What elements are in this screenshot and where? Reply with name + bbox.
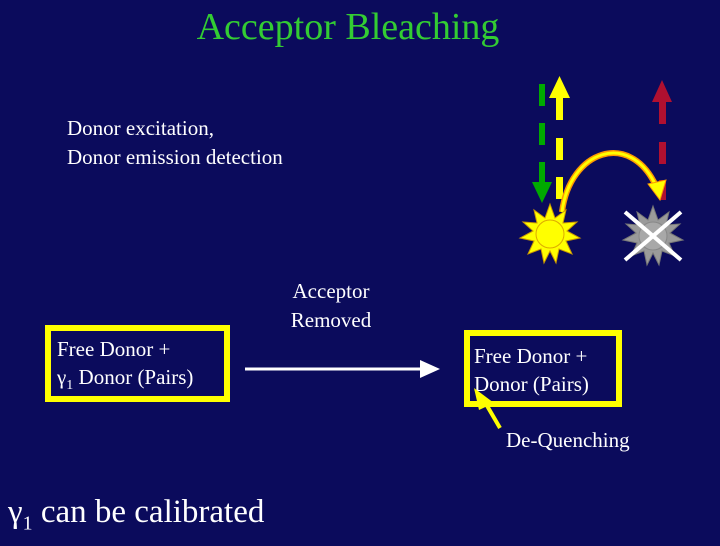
gamma-symbol: γ	[57, 365, 67, 389]
gamma-subscript: 1	[66, 378, 74, 394]
gamma-symbol: γ	[8, 494, 23, 530]
right-box-line-1: Free Donor +	[474, 344, 588, 368]
transition-label: Acceptor Removed	[270, 277, 392, 335]
transition-arrow	[245, 360, 440, 378]
right-state-box: Free Donor + Donor (Pairs)	[464, 330, 622, 407]
calibration-note: γ1 can be calibrated	[8, 490, 264, 546]
transition-label-line-1: Acceptor	[292, 279, 370, 303]
bleached-acceptor-icon	[621, 204, 685, 267]
slide-title: Acceptor Bleaching	[196, 6, 500, 48]
transition-label-line-2: Removed	[290, 308, 372, 332]
dequench-pointer-arrow	[474, 388, 502, 430]
gamma-subscript: 1	[22, 512, 33, 535]
energy-transfer-arc-icon	[559, 150, 667, 213]
excitation-arrow	[532, 84, 552, 203]
donor-emission-arrow	[549, 76, 570, 199]
left-state-box: Free Donor + γ1 Donor (Pairs)	[45, 325, 230, 402]
dequenching-label: De-Quenching	[506, 428, 630, 452]
donor-star-icon	[518, 202, 582, 265]
left-box-line-2: γ1 Donor (Pairs)	[57, 363, 218, 400]
description-line-1: Donor excitation,	[67, 116, 214, 140]
calibration-note-rest: can be calibrated	[32, 494, 265, 530]
right-box-line-2: Donor (Pairs)	[474, 372, 589, 396]
left-box-line-2-rest: Donor (Pairs)	[73, 365, 194, 389]
description-line-2: Donor emission detection	[67, 145, 283, 169]
left-box-line-1: Free Donor +	[57, 337, 171, 361]
description: Donor excitation, Donor emission detecti…	[67, 114, 283, 172]
